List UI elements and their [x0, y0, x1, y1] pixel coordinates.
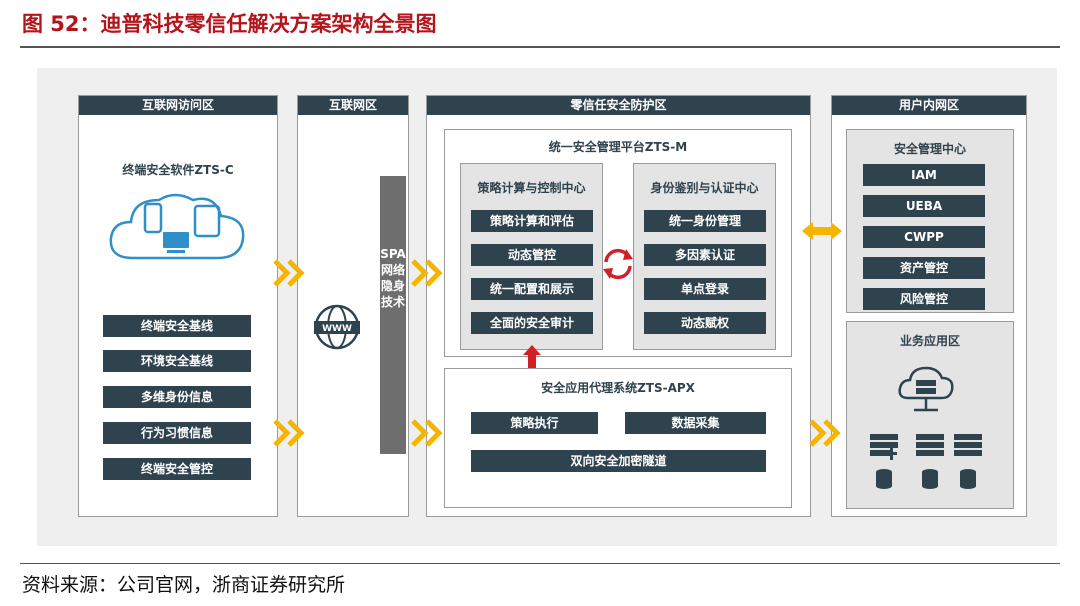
spa-stealth-bar: SPA网络隐身技术: [380, 176, 406, 454]
proxy-item-enforce: 策略执行: [471, 412, 598, 434]
zone-header: 用户内网区: [832, 96, 1026, 115]
policy-item-dynamic: 动态管控: [471, 244, 593, 266]
mgmt-item-iam: IAM: [863, 164, 985, 186]
business-zone-title: 业务应用区: [899, 334, 960, 348]
bottom-rule: [20, 563, 1060, 564]
policy-item-eval: 策略计算和评估: [471, 210, 593, 232]
mgmt-item-ueba: UEBA: [863, 195, 985, 217]
identity-item-auth: 动态赋权: [644, 312, 766, 334]
mgmt-item-risk: 风险管控: [863, 288, 985, 310]
mgmt-center-title: 安全管理中心: [893, 142, 966, 156]
item-endpoint-control: 终端安全管控: [103, 458, 251, 480]
globe-www-icon: WWW: [314, 304, 360, 350]
item-env-baseline: 环境安全基线: [103, 350, 251, 372]
identity-item-mgmt: 统一身份管理: [644, 210, 766, 232]
proxy-item-collect: 数据采集: [625, 412, 766, 434]
policy-item-audit: 全面的安全审计: [471, 312, 593, 334]
zts-apx-label: 安全应用代理系统ZTS-APX: [541, 381, 695, 395]
internet-access-zone: 互联网访问区: [78, 95, 278, 517]
chevron-right-icon: [411, 259, 443, 287]
identity-item-sso: 单点登录: [644, 278, 766, 300]
policy-item-config: 统一配置和展示: [471, 278, 593, 300]
mgmt-item-cwpp: CWPP: [863, 226, 985, 248]
policy-center-title: 策略计算与控制中心: [477, 181, 586, 195]
www-text: WWW: [322, 324, 352, 334]
chevron-right-icon: [411, 419, 443, 447]
top-rule: [20, 46, 1060, 48]
chevron-right-icon: [273, 419, 305, 447]
zts-c-label: 终端安全软件ZTS-C: [122, 163, 234, 177]
cloud-server-icon: [898, 366, 954, 412]
mgmt-item-asset: 资产管控: [863, 257, 985, 279]
security-mgmt-center: [846, 129, 1014, 313]
item-identity-info: 多维身份信息: [103, 386, 251, 408]
chevron-right-icon: [809, 419, 841, 447]
identity-item-mfa: 多因素认证: [644, 244, 766, 266]
chevron-right-icon: [273, 259, 305, 287]
item-behavior-info: 行为习惯信息: [103, 422, 251, 444]
sync-cycle-icon: [603, 248, 633, 280]
horizontal-double-arrow-icon: [802, 222, 842, 240]
servers-databases-icon: [870, 434, 982, 489]
cloud-devices-icon: [109, 193, 245, 260]
zone-header: 互联网访问区: [79, 96, 277, 115]
source-note: 资料来源：公司官网，浙商证券研究所: [22, 574, 346, 596]
identity-center-title: 身份鉴别与认证中心: [650, 181, 759, 195]
figure-title: 图 52：迪普科技零信任解决方案架构全景图: [22, 12, 437, 36]
item-endpoint-baseline: 终端安全基线: [103, 315, 251, 337]
zts-m-label: 统一安全管理平台ZTS-M: [548, 140, 688, 154]
zone-header: 互联网区: [298, 96, 408, 115]
zone-header: 零信任安全防护区: [427, 96, 810, 115]
zts-apx-system: [444, 368, 792, 508]
encrypted-tunnel: 双向安全加密隧道: [471, 450, 766, 472]
